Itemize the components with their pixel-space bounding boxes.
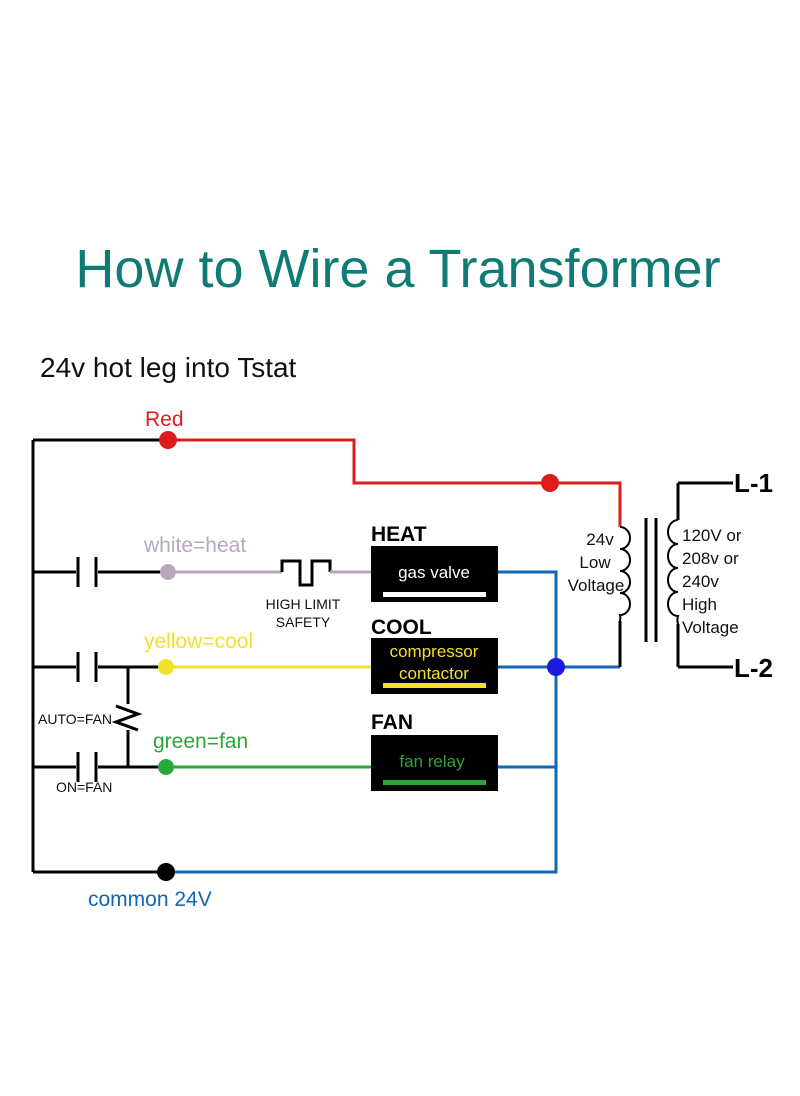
secondary-voltage-low: Low: [579, 553, 611, 572]
transformer-secondary-coil: [618, 526, 631, 622]
auto-fan-label: AUTO=FAN: [38, 711, 112, 727]
primary-voltage-208v: 208v or: [682, 549, 739, 568]
high-limit-label: HIGH LIMIT: [266, 596, 341, 612]
white-wire-label: white=heat: [143, 534, 246, 557]
primary-voltage-label: Voltage: [682, 618, 739, 637]
left-bus-wire: [31, 438, 168, 874]
fan-relay-box: fan relay: [371, 735, 498, 791]
transformer-core: [644, 518, 658, 642]
red-junction: [541, 474, 559, 492]
yellow-terminal: [158, 659, 174, 675]
primary-voltage-240v: 240v: [682, 572, 719, 591]
common-terminal: [157, 863, 175, 881]
primary-voltage-high: High: [682, 595, 717, 614]
line-1-label: L-1: [734, 468, 773, 498]
fan-contact-switch: [33, 752, 166, 782]
gas-valve-box: gas valve: [371, 546, 498, 602]
diagram-subtitle: 24v hot leg into Tstat: [40, 352, 297, 383]
on-fan-label: ON=FAN: [56, 779, 112, 795]
line-2-label: L-2: [734, 653, 773, 683]
green-wire-label: green=fan: [153, 730, 248, 753]
primary-voltage-120v: 120V or: [682, 526, 742, 545]
fan-title: FAN: [371, 711, 413, 734]
blue-junction: [547, 658, 565, 676]
secondary-voltage-24v: 24v: [586, 530, 614, 549]
common-wire-label: common 24V: [88, 888, 212, 911]
heat-contact-switch: [33, 557, 168, 587]
red-terminal: [159, 431, 177, 449]
compressor-contactor-box: compressor contactor: [371, 638, 498, 694]
contactor-label: contactor: [399, 664, 469, 683]
heat-title: HEAT: [371, 523, 427, 546]
red-wire-label: Red: [145, 408, 184, 431]
cool-title: COOL: [371, 616, 432, 639]
compressor-label: compressor: [390, 642, 479, 661]
yellow-wire-label: yellow=cool: [144, 630, 253, 653]
transformer-primary-coil: [667, 481, 733, 669]
white-terminal: [160, 564, 176, 580]
red-wire: [168, 438, 622, 527]
cool-contact-switch: [33, 652, 166, 682]
safety-label: SAFETY: [276, 614, 331, 630]
page-title: How to Wire a Transformer: [75, 239, 720, 299]
green-terminal: [158, 759, 174, 775]
auto-fan-switch: [111, 667, 143, 767]
fan-relay-label: fan relay: [399, 752, 465, 771]
gas-valve-label: gas valve: [398, 563, 470, 582]
high-limit-safety-switch: [280, 559, 332, 587]
secondary-voltage-label: Voltage: [568, 576, 625, 595]
